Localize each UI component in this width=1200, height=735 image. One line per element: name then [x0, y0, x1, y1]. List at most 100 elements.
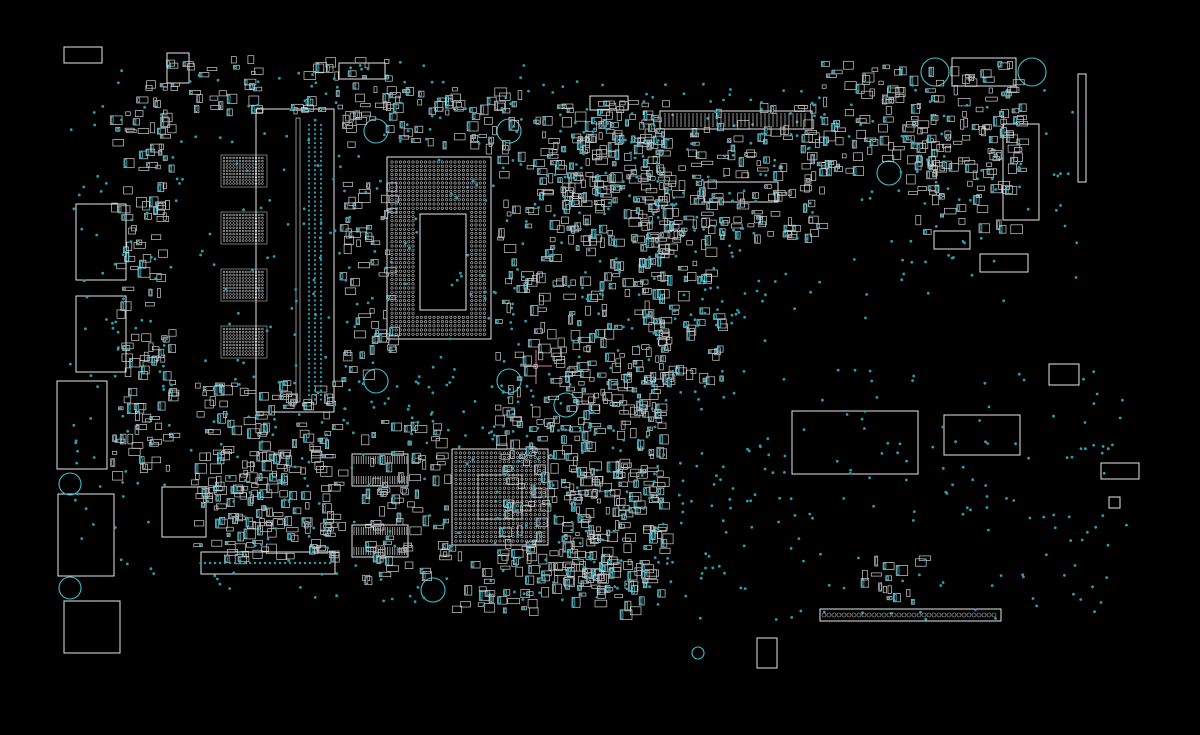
small-connector[interactable]: [933, 230, 971, 250]
bga-ball: [251, 286, 255, 290]
memory-chip[interactable]: [220, 211, 268, 245]
smd-component: [239, 492, 247, 500]
smd-component: [566, 386, 575, 392]
smd-component: [146, 80, 156, 89]
small-part[interactable]: [1108, 496, 1121, 509]
bga-ball: [226, 163, 229, 166]
io-board-component[interactable]: [791, 410, 919, 475]
via: [116, 330, 120, 334]
memory-chip[interactable]: [220, 325, 268, 359]
bga-ball: [467, 491, 471, 495]
ic-square[interactable]: [161, 486, 207, 538]
via: [147, 520, 150, 524]
bga-ball: [474, 303, 478, 307]
bga-ball: [507, 460, 511, 464]
left-io-connectors[interactable]: [56, 46, 127, 654]
via: [782, 89, 785, 92]
bga-ball: [415, 185, 419, 189]
bga-ball: [238, 179, 242, 182]
smd-component: [651, 236, 660, 248]
connector-top[interactable]: [338, 62, 386, 80]
via: [244, 478, 248, 482]
cpu-outline[interactable]: [386, 156, 492, 340]
smd-component: [134, 110, 144, 117]
bga-ball: [411, 181, 415, 185]
bga-ball: [474, 320, 478, 324]
smd-pad: [523, 356, 527, 365]
smd-pad: [367, 183, 370, 188]
small-connector[interactable]: [979, 253, 1029, 273]
bga-ball: [494, 460, 498, 464]
via: [682, 191, 685, 195]
smd-pad: [570, 163, 573, 169]
small-part-bottom[interactable]: [756, 637, 778, 669]
io-connector[interactable]: [943, 414, 1021, 456]
smd-pad: [630, 492, 633, 501]
smd-component: [232, 484, 244, 494]
via: [764, 133, 767, 137]
small-connector[interactable]: [1100, 462, 1140, 480]
connector-top-left[interactable]: [63, 46, 103, 64]
bga-ball: [454, 464, 458, 468]
via: [594, 236, 598, 239]
fpc-connector-bottom[interactable]: [819, 608, 1002, 622]
bga-ball: [248, 169, 251, 173]
rj45-port[interactable]: [57, 493, 115, 577]
smd-component: [583, 472, 593, 477]
smd-pad: [640, 561, 644, 564]
edge-connector-right[interactable]: [1077, 73, 1087, 183]
smd-component: [585, 158, 590, 166]
bga-ball: [251, 160, 255, 163]
smd-pad: [342, 378, 346, 381]
memory-chip[interactable]: [220, 268, 268, 302]
bga-ball: [411, 223, 415, 227]
smd-component: [851, 139, 857, 149]
smd-pad: [542, 473, 545, 482]
smd-component: [638, 222, 648, 227]
memory-chip[interactable]: [220, 154, 268, 188]
hdmi-port[interactable]: [56, 380, 108, 470]
flash-chip[interactable]: [351, 453, 409, 487]
ic-tall-right[interactable]: [1002, 123, 1040, 221]
small-ic[interactable]: [1048, 363, 1080, 386]
smd-pad: [169, 165, 173, 172]
smd-component: [253, 86, 263, 92]
smd-component: [162, 86, 168, 91]
smd-component: [287, 533, 295, 541]
smd-pad: [687, 331, 691, 340]
via: [414, 380, 418, 384]
smd-component: [917, 154, 922, 163]
smd-component: [547, 329, 557, 340]
bga-ball: [474, 311, 478, 315]
bga-ball: [461, 324, 465, 328]
bga-ball: [511, 482, 515, 486]
usb-port-upper[interactable]: [75, 203, 127, 281]
bga-ball: [494, 464, 498, 468]
smd-component: [209, 95, 219, 101]
bga-ball: [254, 213, 258, 217]
bga-ball: [457, 164, 461, 168]
smd-component: [553, 450, 565, 460]
bga-ball: [235, 350, 239, 353]
sodimm-slot[interactable]: [255, 108, 335, 413]
bga-ball: [394, 244, 398, 248]
via: [636, 438, 640, 442]
bga-ball: [398, 210, 402, 214]
bga-ball: [398, 278, 402, 282]
smd-component: [758, 221, 767, 228]
smd-pad: [526, 576, 529, 584]
usb-port-lower[interactable]: [75, 295, 127, 373]
smd-component: [285, 552, 295, 560]
dc-jack[interactable]: [63, 600, 121, 654]
memory-area[interactable]: [220, 108, 335, 413]
connector-top-right[interactable]: [951, 57, 1017, 87]
smd-component: [124, 367, 132, 377]
smd-component: [998, 180, 1010, 190]
cpu-package[interactable]: [363, 118, 522, 394]
smd-component: [727, 138, 732, 143]
bga-ball: [458, 464, 462, 468]
smd-pad: [158, 402, 162, 410]
smd-pad: [661, 272, 664, 281]
